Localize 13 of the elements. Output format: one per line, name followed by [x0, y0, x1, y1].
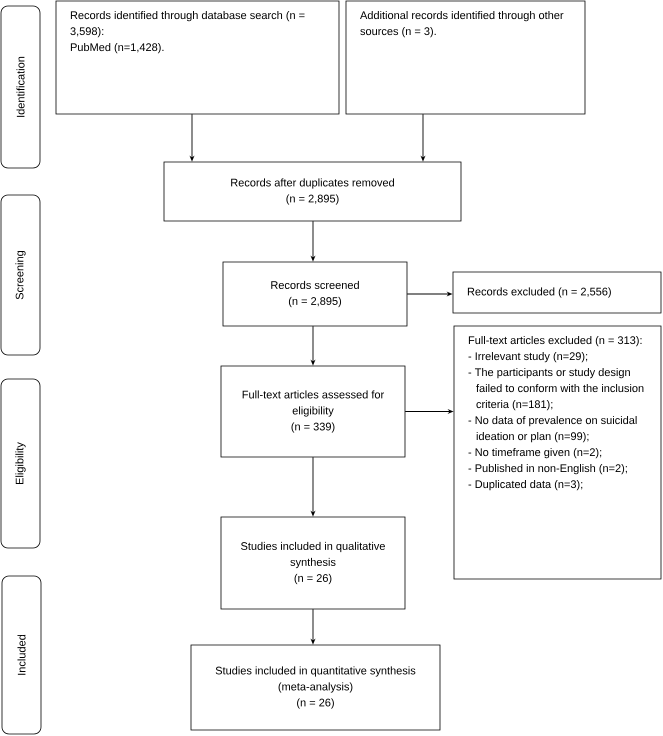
stage-label: Included	[2, 576, 42, 734]
process-box: Records screened (n = 2,895)	[222, 262, 408, 326]
process-box: Additional records identified through other sources (n = 3).	[346, 0, 586, 114]
stage-label: Screening	[0, 194, 40, 356]
process-box: Studies included in qualitative synthesis (n = 26)	[220, 516, 406, 610]
process-box: Studies included in quantitative synthesis (meta-analysis) (n = 26)	[190, 644, 440, 730]
process-box: Full-text articles excluded (n = 313): - Irrelevant study (n=29); - The participants or study design failed to conform with the inclusion criteria (n=181); - No data of prevalence on suicidal ideation or plan (n=99); - No timeframe given (n=2); - Published in non-English (n=2); - Duplicated data (n=3);	[454, 326, 662, 580]
process-box: Full-text articles assessed for eligibility (n = 339)	[220, 366, 406, 458]
process-box: Records identified through database search (n = 3,598): PubMed (n=1,428).	[56, 0, 340, 114]
process-box: Records excluded (n = 2,556)	[452, 272, 662, 314]
stage-label: Identification	[0, 6, 40, 168]
stage-label: Eligibility	[0, 378, 40, 548]
process-box: Records after duplicates removed (n = 2,895)	[164, 162, 462, 222]
